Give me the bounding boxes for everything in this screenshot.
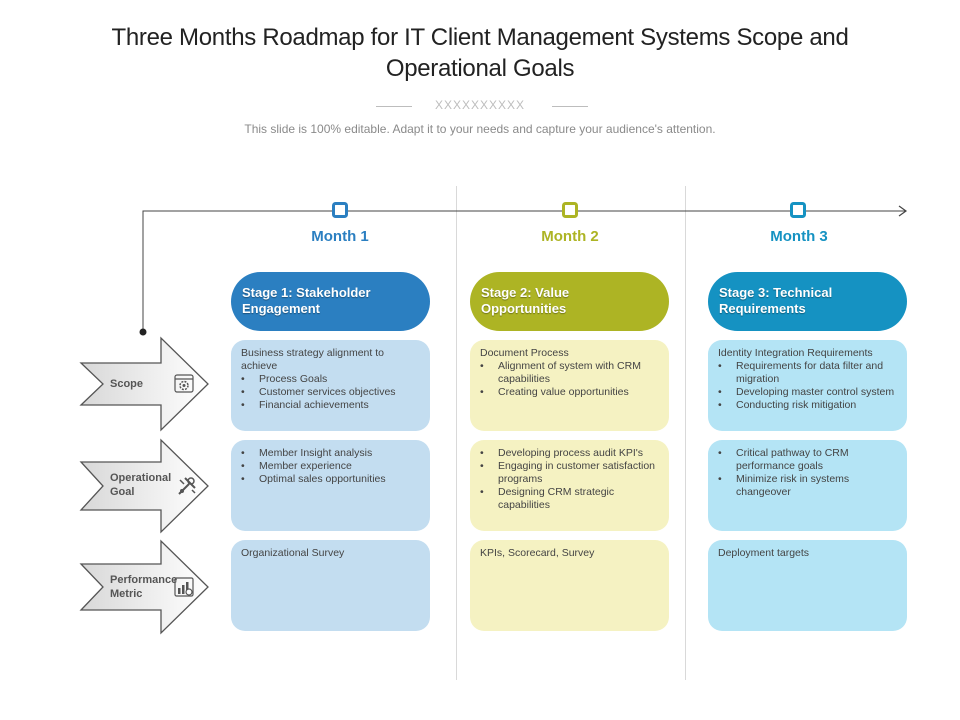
divider-line-left bbox=[376, 106, 412, 107]
list-item: Critical pathway to CRM performance goal… bbox=[718, 447, 899, 473]
divider-line-right bbox=[552, 106, 588, 107]
bullet-list: Alignment of system with CRM capabilitie… bbox=[480, 360, 661, 399]
cell-scope-month-2: Document Process Alignment of system wit… bbox=[470, 340, 669, 431]
stage-pill-1: Stage 1: Stakeholder Engagement bbox=[231, 272, 430, 331]
month-label-1: Month 1 bbox=[311, 228, 369, 245]
cell-text: KPIs, Scorecard, Survey bbox=[480, 547, 595, 559]
cell-goal-month-1: Member Insight analysis Member experienc… bbox=[231, 440, 430, 531]
timeline-arrowhead bbox=[898, 205, 908, 217]
list-item: Requirements for data filter and migrati… bbox=[718, 360, 899, 386]
row-label-scope: Scope bbox=[110, 378, 144, 390]
list-item: Optimal sales opportunities bbox=[241, 473, 422, 486]
timeline-marker-month-1 bbox=[332, 202, 348, 218]
slide-title: Three Months Roadmap for IT Client Manag… bbox=[111, 24, 849, 82]
month-label-2: Month 2 bbox=[541, 228, 599, 245]
bullet-list: Requirements for data filter and migrati… bbox=[718, 360, 899, 412]
row-arrow-performance-metric bbox=[79, 539, 209, 635]
divider-decoration: XXXXXXXXXX bbox=[434, 98, 526, 112]
list-item: Process Goals bbox=[241, 373, 422, 386]
timeline-marker-month-2 bbox=[562, 202, 578, 218]
timeline-axis bbox=[142, 210, 906, 332]
cell-metric-month-1: Organizational Survey bbox=[231, 540, 430, 631]
stage-pill-3: Stage 3: Technical Requirements bbox=[708, 272, 907, 331]
cell-goal-month-3: Critical pathway to CRM performance goal… bbox=[708, 440, 907, 531]
slide-subtitle: This slide is 100% editable. Adapt it to… bbox=[244, 122, 716, 136]
cell-metric-month-2: KPIs, Scorecard, Survey bbox=[470, 540, 669, 631]
row-arrow-scope bbox=[79, 336, 209, 432]
list-item: Customer services objectives bbox=[241, 386, 422, 399]
bullet-list: Member Insight analysis Member experienc… bbox=[241, 447, 422, 486]
list-item: Member Insight analysis bbox=[241, 447, 422, 460]
list-item: Alignment of system with CRM capabilitie… bbox=[480, 360, 661, 386]
tools-icon bbox=[178, 477, 196, 495]
chart-icon bbox=[174, 577, 194, 597]
row-label-performance-metric: Performance Metric bbox=[110, 574, 178, 600]
row-arrow-operational-goal bbox=[79, 438, 209, 534]
cell-heading: Business strategy alignment to achieve bbox=[241, 347, 384, 372]
timeline-marker-month-3 bbox=[790, 202, 806, 218]
cell-heading: Document Process bbox=[480, 347, 569, 359]
row-label-operational-goal: Operational Goal bbox=[110, 472, 172, 498]
list-item: Financial achievements bbox=[241, 399, 422, 412]
cell-scope-month-3: Identity Integration Requirements Requir… bbox=[708, 340, 907, 431]
cell-scope-month-1: Business strategy alignment to achieve P… bbox=[231, 340, 430, 431]
list-item: Developing master control system bbox=[718, 386, 899, 399]
bullet-list: Process Goals Customer services objectiv… bbox=[241, 373, 422, 412]
stage-pill-2: Stage 2: Value Opportunities bbox=[470, 272, 669, 331]
gear-window-icon bbox=[174, 374, 194, 393]
cell-heading: Identity Integration Requirements bbox=[718, 347, 873, 359]
bullet-list: Critical pathway to CRM performance goal… bbox=[718, 447, 899, 499]
cell-text: Organizational Survey bbox=[241, 547, 345, 559]
list-item: Creating value opportunities bbox=[480, 386, 661, 399]
list-item: Minimize risk in systems changeover bbox=[718, 473, 899, 499]
cell-metric-month-3: Deployment targets bbox=[708, 540, 907, 631]
cell-goal-month-2: Developing process audit KPI's Engaging … bbox=[470, 440, 669, 531]
list-item: Designing CRM strategic capabilities bbox=[480, 486, 661, 512]
list-item: Conducting risk mitigation bbox=[718, 399, 899, 412]
cell-text: Deployment targets bbox=[718, 547, 810, 559]
bullet-list: Developing process audit KPI's Engaging … bbox=[480, 447, 661, 512]
timeline-start-dot bbox=[139, 328, 147, 336]
list-item: Engaging in customer satisfaction progra… bbox=[480, 460, 661, 486]
list-item: Developing process audit KPI's bbox=[480, 447, 661, 460]
month-label-3: Month 3 bbox=[770, 228, 828, 245]
list-item: Member experience bbox=[241, 460, 422, 473]
